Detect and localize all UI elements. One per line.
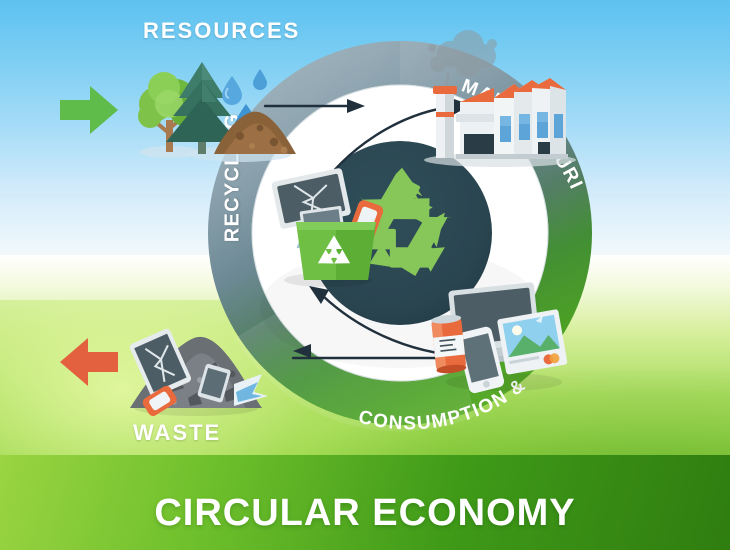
pine-tree-icon <box>166 62 238 154</box>
waste-illustration <box>122 308 272 420</box>
label-resources: RESOURCES <box>143 18 301 43</box>
output-arrow <box>58 334 120 390</box>
title-band <box>0 455 730 550</box>
page-title: CIRCULAR ECONOMY <box>154 492 576 534</box>
recycling-bin-illustration <box>264 168 389 290</box>
broken-tablet-icon <box>129 328 192 398</box>
smoke-cloud-icon <box>428 30 497 77</box>
factory-illustration <box>412 30 577 170</box>
orange-debris-icon <box>142 385 177 417</box>
devices-illustration <box>428 282 578 394</box>
label-waste: WASTE <box>133 420 222 445</box>
resources-illustration <box>128 42 308 167</box>
smartphone-icon <box>456 326 505 394</box>
factory-building-icon <box>456 78 568 159</box>
soil-mound-icon <box>214 111 296 154</box>
soda-can-icon <box>431 314 467 374</box>
input-arrow <box>58 82 120 138</box>
tablet-icon <box>497 309 568 375</box>
debris-icon <box>234 374 268 406</box>
broken-phone-icon <box>197 363 231 403</box>
green-bin-icon <box>296 222 376 280</box>
smokestack-icon <box>433 86 457 158</box>
